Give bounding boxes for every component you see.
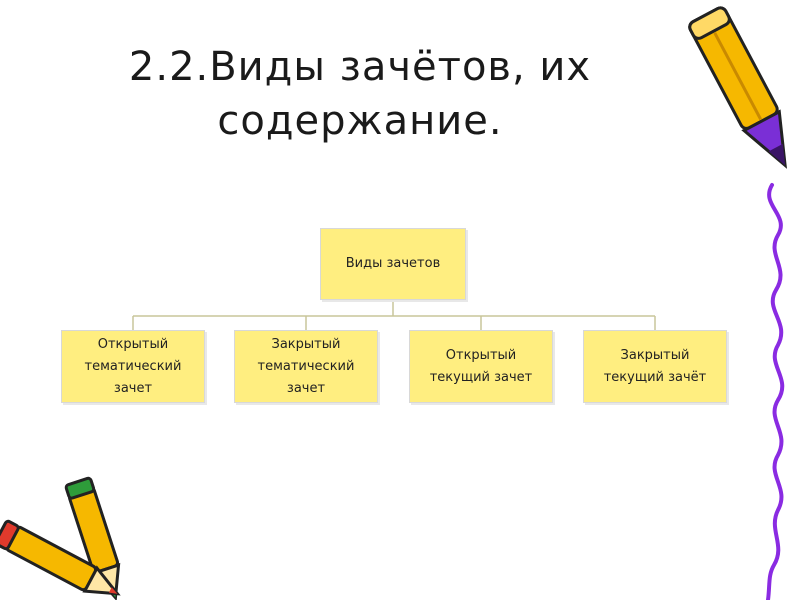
crossed-pencils-icon bbox=[0, 0, 800, 600]
